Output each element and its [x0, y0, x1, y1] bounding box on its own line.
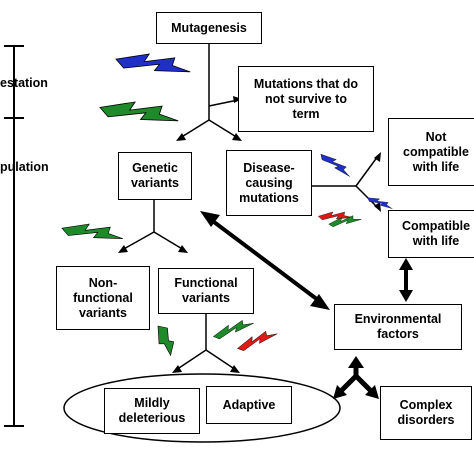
- arrowhead-nonfunctional: [118, 245, 128, 253]
- adaptive-box: Adaptive: [206, 386, 292, 424]
- arrowhead-nonsurviving: [233, 96, 242, 103]
- not-compatible-with-life-box: Not compatible with life: [388, 118, 474, 186]
- arrow-genetic-environment-head-b: [310, 294, 330, 310]
- arrowhead-mildly: [172, 365, 182, 373]
- genetic-variants-box: Genetic variants: [118, 152, 192, 200]
- compatible-with-life-box: Compatible with life: [388, 210, 474, 258]
- arrow-genetic-environment-head-a: [200, 211, 220, 227]
- connector-to-adaptive: [205, 349, 237, 371]
- connector-to-nonfunctional: [121, 231, 155, 251]
- non-functional-variants-box: Non- functional variants: [56, 266, 150, 330]
- arrowhead-not-compatible: [374, 152, 381, 162]
- timeline-label-population: pulation: [0, 160, 49, 174]
- connector-to-genetic-variants: [179, 119, 210, 139]
- mutagenesis-box: Mutagenesis: [156, 12, 262, 44]
- arrow-compatible-environment-head-b: [399, 290, 413, 302]
- mutations-not-surviving-box: Mutations that do not survive to term: [238, 66, 374, 132]
- green-bolt-top-icon: [99, 101, 179, 122]
- outcome-ellipse: [63, 373, 341, 443]
- green-bolt-mid-icon: [157, 325, 175, 357]
- connector-to-compatible: [355, 185, 379, 209]
- arrowhead-compatible: [374, 202, 381, 212]
- arrowhead-genetic: [176, 133, 186, 141]
- red-bolt-disease-icon: [317, 211, 353, 221]
- green-bolt-left-icon: [61, 223, 124, 240]
- blue-bolt-top-icon: [115, 53, 191, 73]
- mildly-deleterious-box: Mildly deleterious: [104, 388, 200, 434]
- environmental-factors-box: Environmental factors: [334, 304, 462, 350]
- blue-bolt-disease-icon: [320, 153, 350, 177]
- green-bolt-disease-icon: [328, 215, 362, 228]
- connector-to-mildly: [175, 349, 207, 371]
- connector-to-disease-mutations: [208, 119, 239, 139]
- connector-to-functional: [153, 231, 185, 251]
- red-bolt-functional-icon: [237, 330, 278, 351]
- complex-disorders-box: Complex disorders: [380, 386, 472, 440]
- functional-variants-box: Functional variants: [158, 268, 254, 314]
- blue-bolt-right-icon: [367, 197, 393, 209]
- connector-to-not-compatible: [355, 155, 379, 187]
- arrowhead-adaptive: [230, 365, 240, 373]
- timeline-label-gestation: estation: [0, 76, 48, 90]
- connector-to-nonsurviving: [208, 99, 239, 107]
- arrowhead-functional: [178, 245, 188, 253]
- green-bolt-right-icon: [212, 319, 254, 340]
- arrow-genetic-environment-shaft: [212, 220, 320, 302]
- arrow-compatible-environment-head-a: [399, 258, 413, 270]
- arrowhead-disease: [232, 133, 242, 141]
- disease-causing-mutations-box: Disease- causing mutations: [226, 150, 312, 216]
